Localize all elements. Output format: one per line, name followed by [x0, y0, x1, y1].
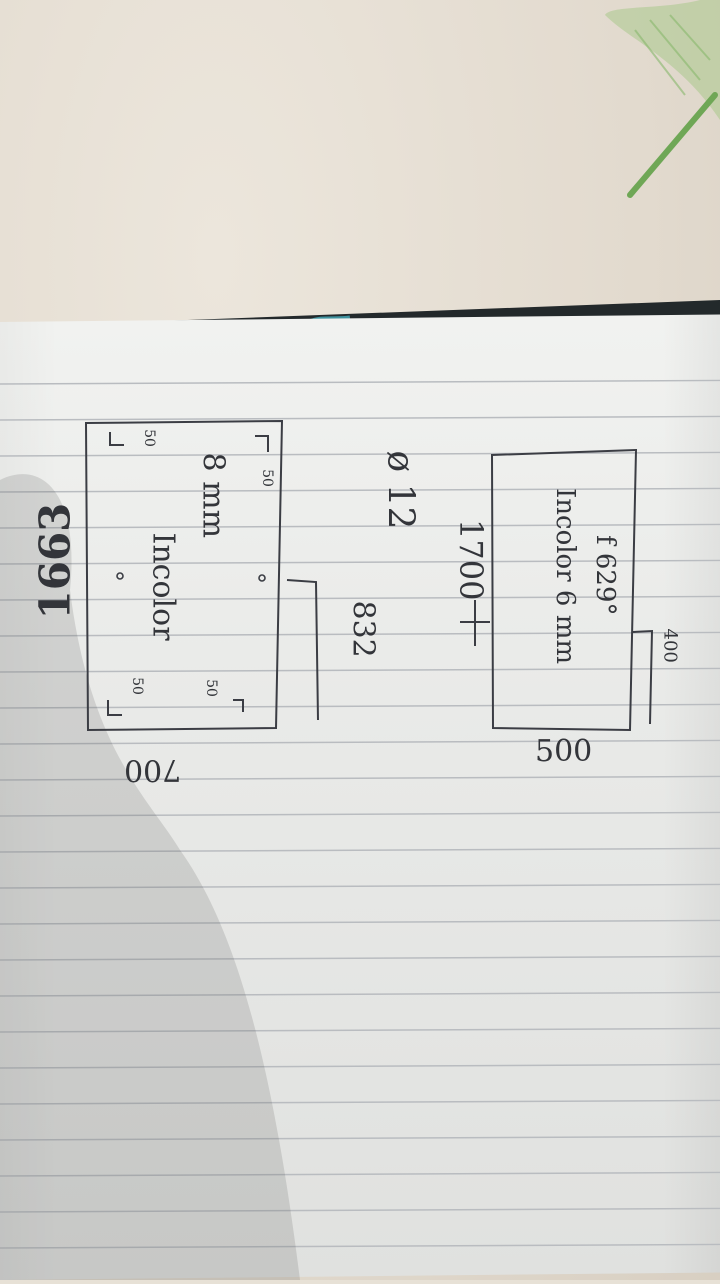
ruled-line: [0, 919, 720, 925]
ruled-line: [0, 559, 720, 565]
ruled-line: [0, 847, 720, 853]
top-panel-edge-d: 50: [202, 679, 219, 697]
top-panel-height: 832: [345, 600, 381, 658]
top-panel-width: 700: [124, 752, 182, 787]
ruled-line: [0, 1027, 720, 1033]
ruled-lines: [0, 379, 720, 1249]
bottom-panel-width: 500: [535, 734, 593, 769]
ruled-line: [0, 487, 720, 493]
top-panel-edge-b: 50: [258, 469, 275, 487]
ruled-line: [0, 1207, 720, 1213]
top-panel-edge-c: 50: [128, 677, 145, 695]
ruled-line: [0, 631, 720, 637]
ruled-line: [0, 451, 720, 457]
ruled-line: [0, 1171, 720, 1177]
ruled-line: [0, 1135, 720, 1141]
ruled-line: [0, 667, 720, 673]
bottom-panel-height: 400: [659, 628, 681, 663]
bottom-panel-label: Incolor 6 mm: [550, 488, 580, 665]
ruled-line: [0, 1243, 720, 1249]
ruled-line: [0, 883, 720, 889]
total-measure: 1663: [30, 502, 80, 620]
leaf-pattern-icon: [605, 0, 720, 198]
ruled-line: [0, 595, 720, 601]
bottom-panel-angle: f 629°: [590, 535, 620, 616]
ruled-line: [0, 703, 720, 709]
ruled-line: [0, 1063, 720, 1069]
hole-diameter: ø 12: [379, 450, 421, 530]
ruled-line: [0, 775, 720, 781]
ruled-line: [0, 379, 720, 385]
spacing-measure: 1700: [452, 519, 490, 601]
ruled-line: [0, 523, 720, 529]
ruled-line: [0, 415, 720, 421]
ruled-line: [0, 1099, 720, 1105]
ruled-line: [0, 955, 720, 961]
top-panel-edge-a: 50: [140, 429, 157, 447]
ruled-line: [0, 811, 720, 817]
top-panel-label: Incolor: [145, 532, 181, 641]
ruled-line: [0, 739, 720, 745]
top-panel-size: 8 mm: [195, 452, 231, 539]
ruled-line: [0, 991, 720, 997]
notebook-page: [0, 314, 720, 1280]
